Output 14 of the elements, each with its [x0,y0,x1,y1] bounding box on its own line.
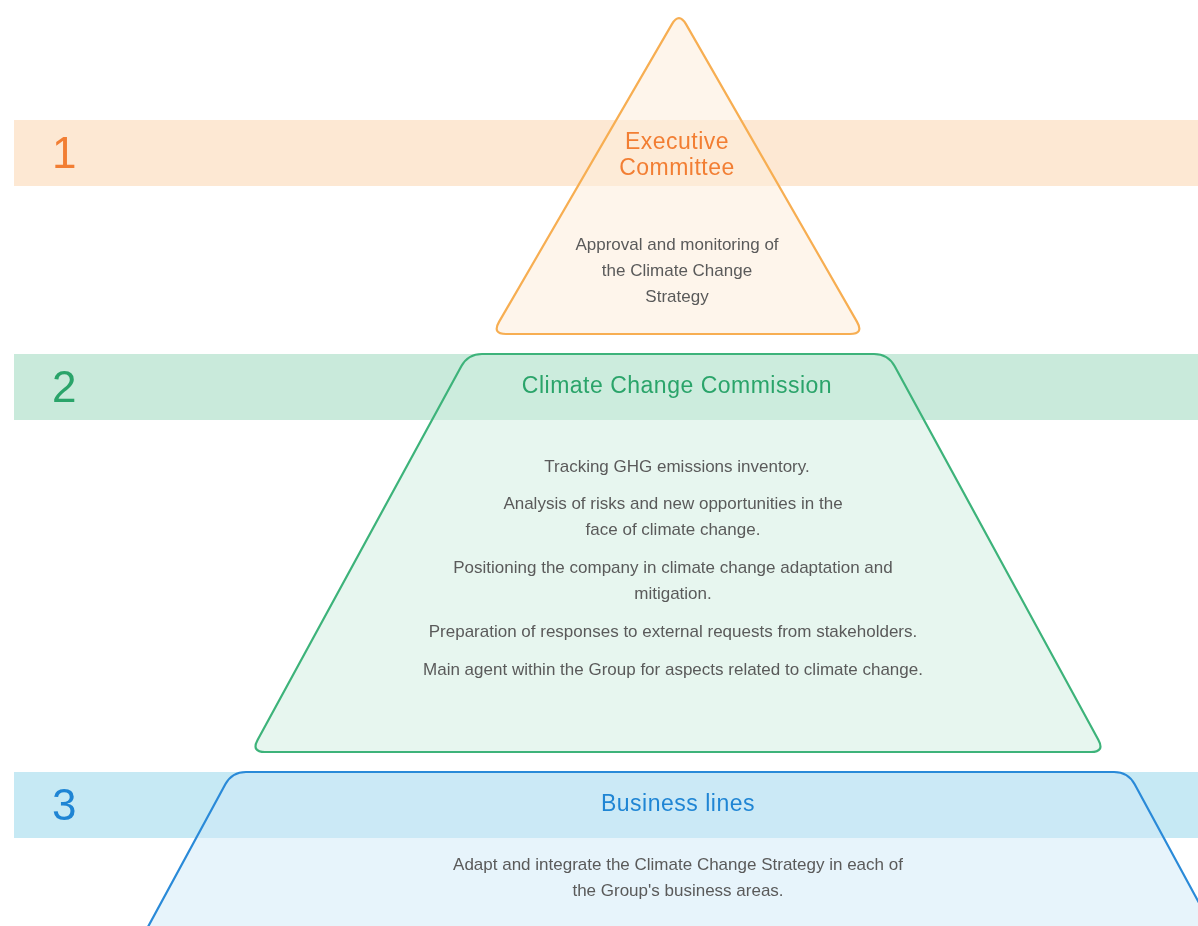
tier-description: Tracking GHG emissions inventory. [543,456,811,478]
level-number: 1 [52,128,77,178]
tier-description: Preparation of responses to external requests from stakeholders. [427,621,919,643]
pyramid-tier-trapezoid [146,768,1198,926]
tier-description: Approval and monitoring of the Climate Change Strategy [574,234,780,308]
tier-description: Analysis of risks and new opportunities in the face of climate change. [503,493,843,541]
tier-description: Main agent within the Group for aspects related to climate change. [422,659,924,681]
tier-heading: Executive Committee [618,128,736,180]
tier-heading: Climate Change Commission [520,372,834,398]
tier-description: Adapt and integrate the Climate Change Strategy in each of the Group's business areas. [453,854,903,902]
level-number: 3 [52,780,77,830]
tier-description: Positioning the company in climate change adaptation and mitigation. [452,557,894,605]
tier-heading: Business lines [600,790,756,816]
level-number: 2 [52,362,77,412]
